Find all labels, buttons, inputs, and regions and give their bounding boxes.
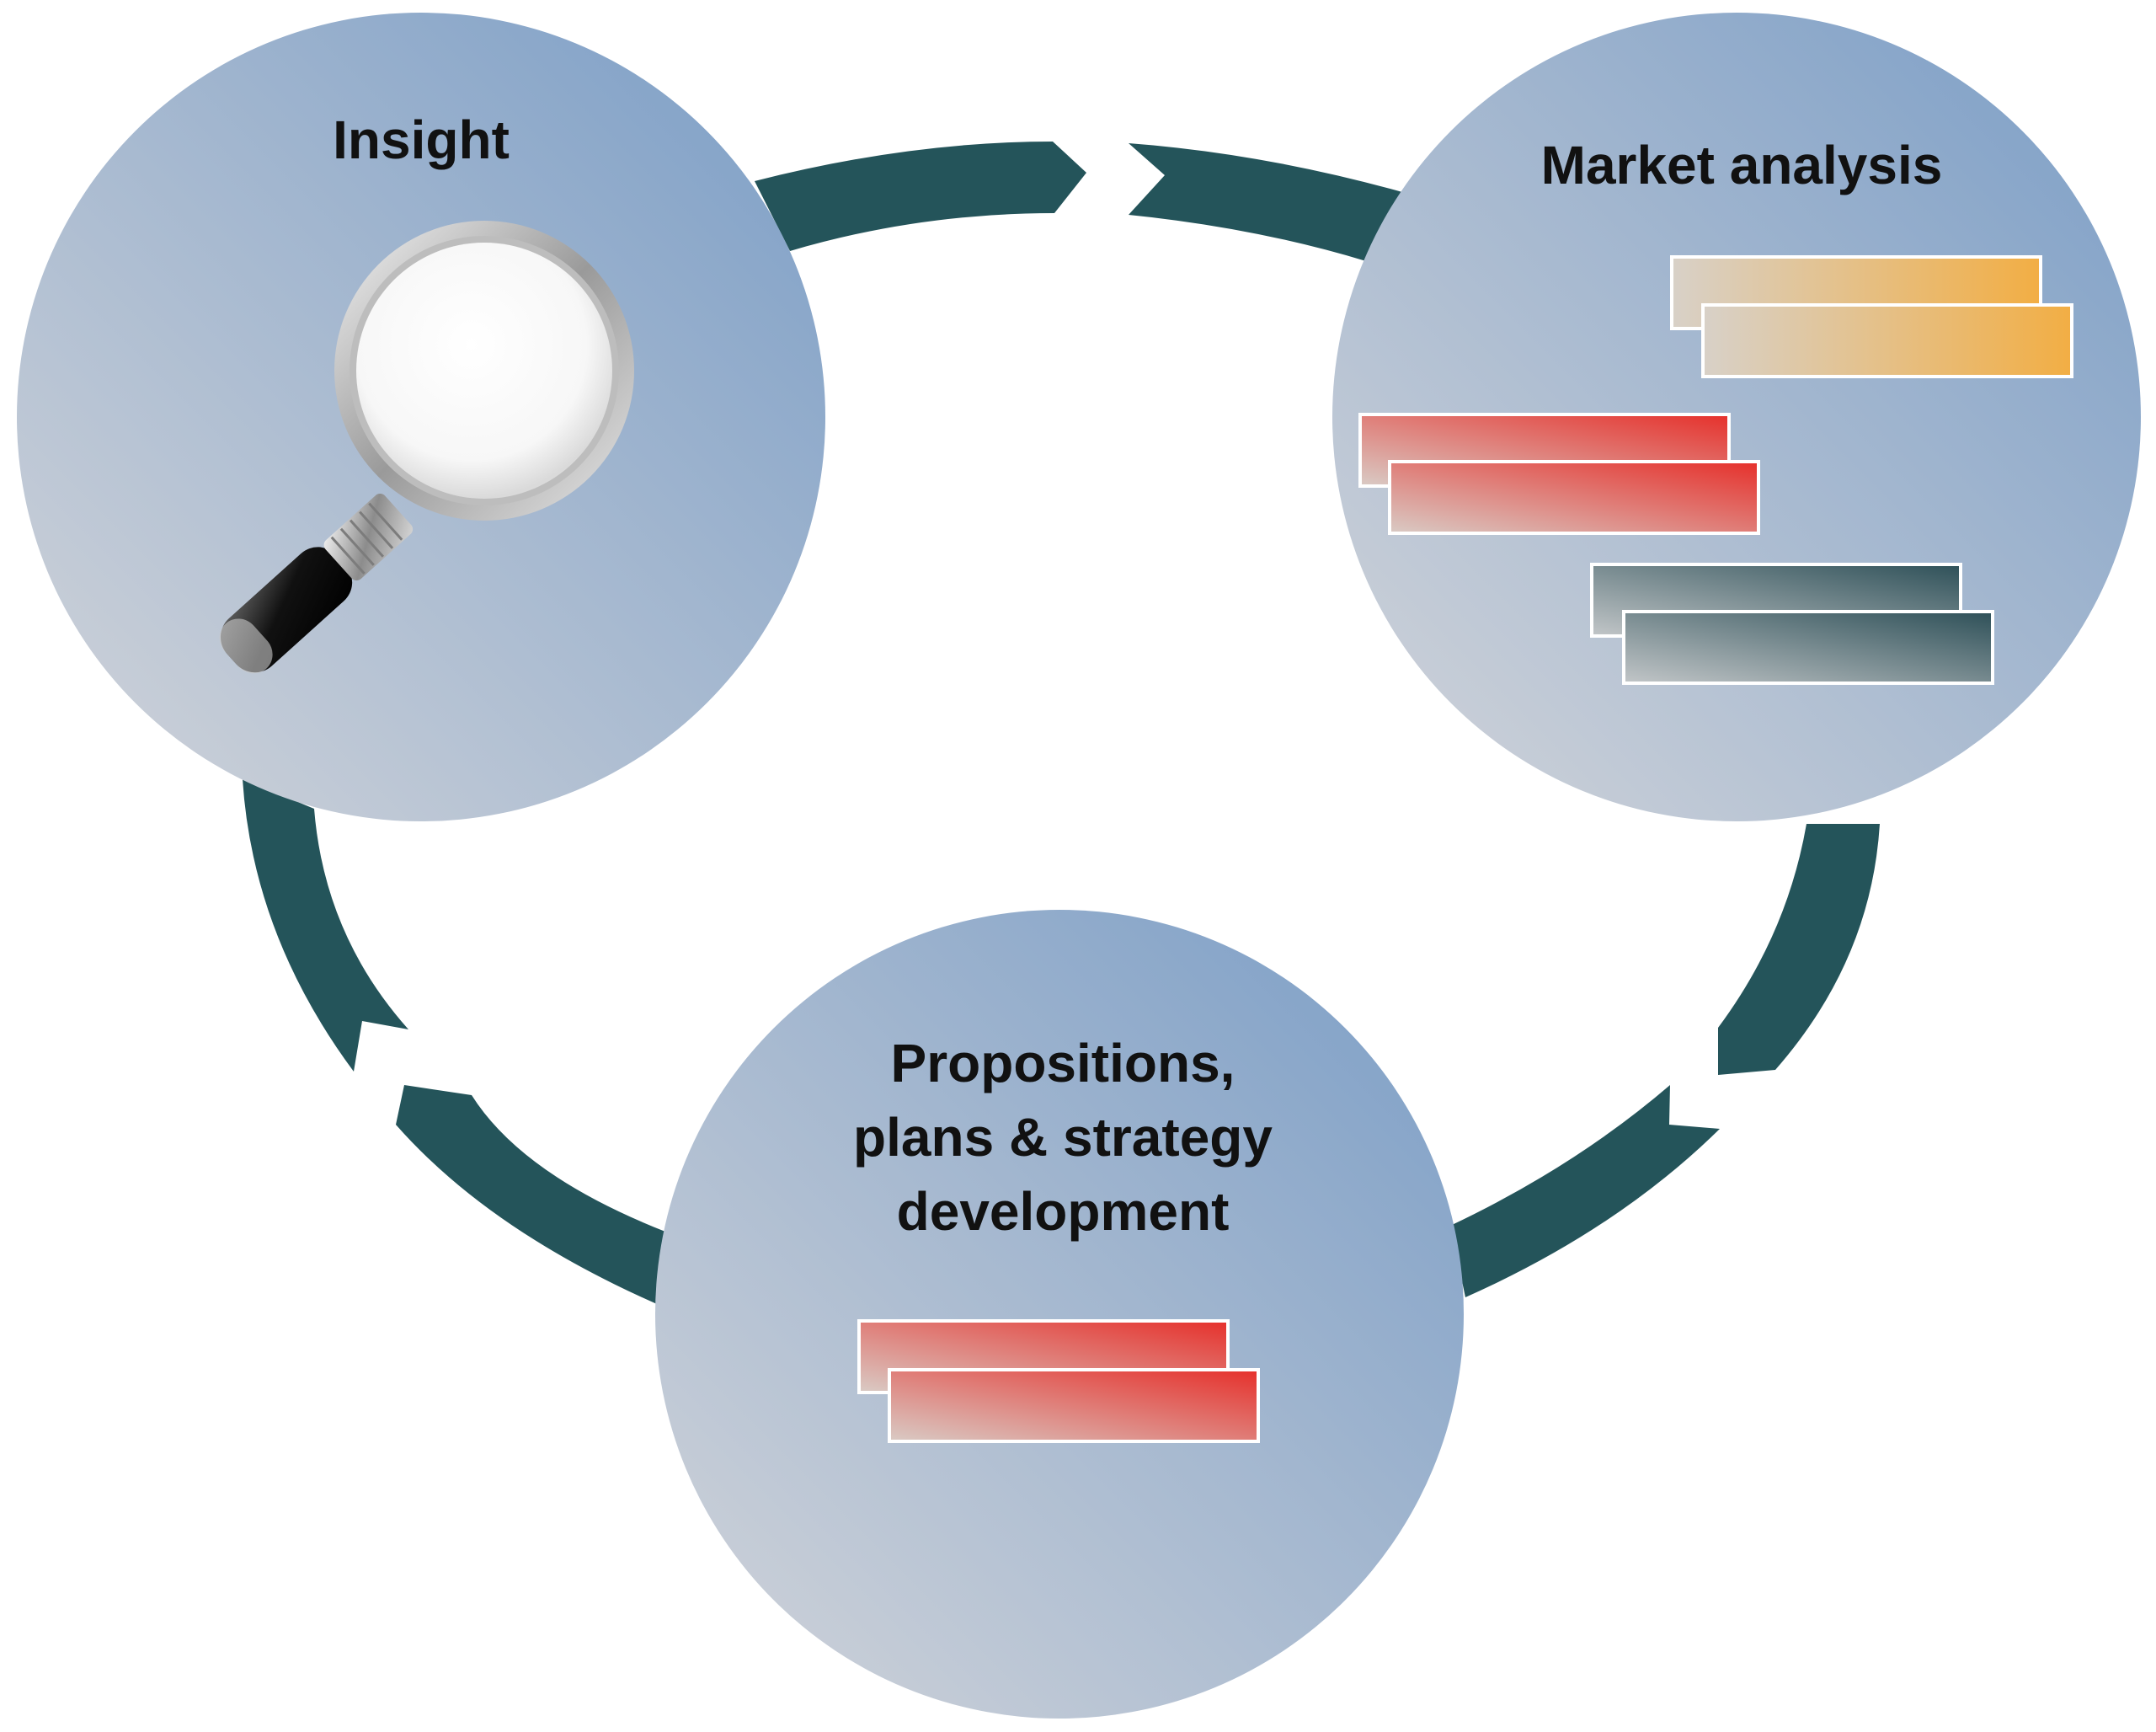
propositions-bars-icon	[857, 1319, 1260, 1443]
market-title: Market analysis	[1541, 135, 1943, 195]
arrow-insight-to-market	[755, 142, 1086, 251]
arrow-market-to-propositions	[1718, 824, 1880, 1075]
insight-title: Insight	[333, 110, 510, 170]
cycle-arrows	[243, 142, 1880, 1304]
arrow-insight-to-market-tip	[1129, 143, 1402, 261]
arrow-market-to-propositions-tip	[1450, 1085, 1720, 1297]
arrow-propositions-to-insight	[396, 1085, 665, 1304]
magnifying-glass-icon	[219, 221, 634, 674]
magnifier-lens	[356, 243, 612, 499]
bar-pair-orange	[1670, 255, 2073, 378]
propositions-title-line-2: plans & strategy	[853, 1107, 1273, 1168]
market-bars-icon	[1358, 255, 2073, 685]
propositions-title-line-3: development	[897, 1181, 1230, 1242]
propositions-circle	[655, 910, 1464, 1719]
bar-pair-red	[1358, 413, 1760, 535]
bar-pair-slate	[1590, 563, 1994, 685]
propositions-title-line-1: Propositions,	[891, 1033, 1235, 1093]
arrow-propositions-to-insight-tip	[243, 779, 408, 1072]
magnifier-collar	[323, 494, 414, 581]
propositions-title: Propositions, plans & strategy developme…	[853, 1033, 1273, 1242]
